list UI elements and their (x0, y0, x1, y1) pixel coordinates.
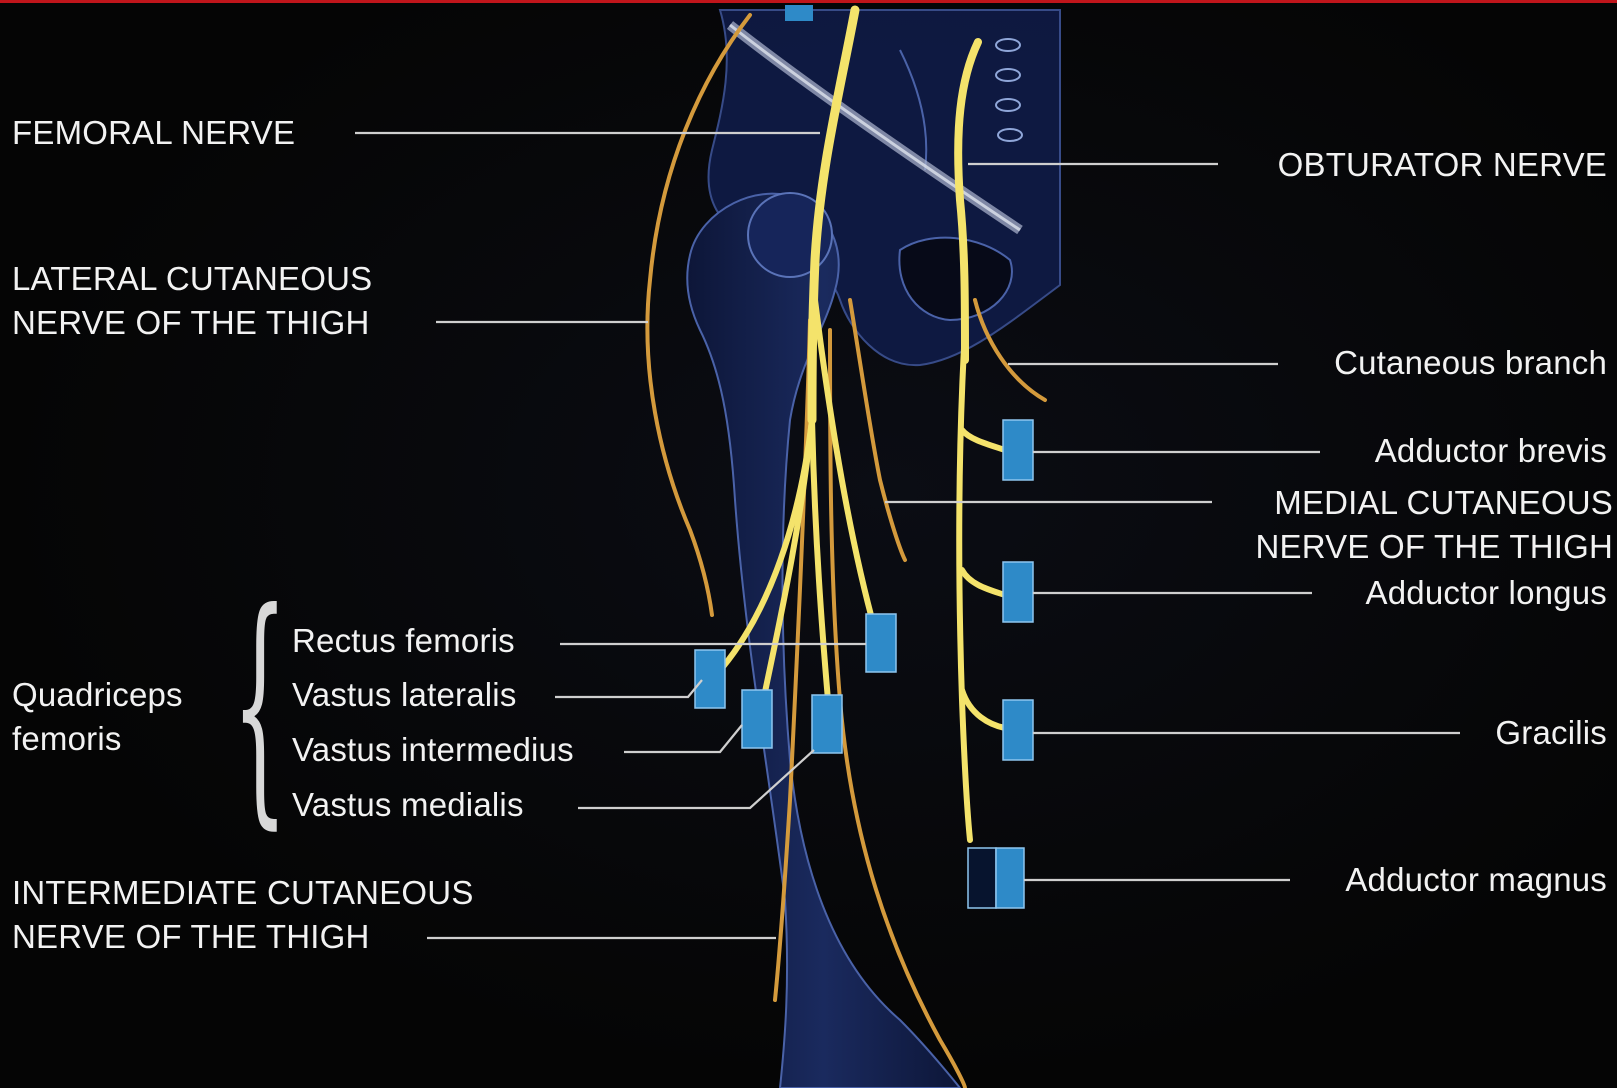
label-medial-cutaneous-line1: MEDIAL CUTANEOUS (1274, 484, 1613, 523)
label-vastus-lateralis: Vastus lateralis (292, 676, 517, 715)
marker-vastus-lateralis (695, 650, 725, 708)
label-intermediate-cutaneous-line1: INTERMEDIATE CUTANEOUS (12, 874, 474, 913)
marker-adductor-magnus (996, 848, 1024, 908)
marker-adductor-magnus-dark (968, 848, 996, 908)
marker-adductor-brevis (1003, 420, 1033, 480)
label-vastus-medialis: Vastus medialis (292, 786, 524, 825)
label-quadriceps-line2: femoris (12, 720, 122, 759)
marker-vastus-medialis (812, 695, 842, 753)
label-cutaneous-branch: Cutaneous branch (1334, 344, 1607, 383)
label-lateral-cutaneous-line1: LATERAL CUTANEOUS (12, 260, 372, 299)
label-gracilis: Gracilis (1495, 714, 1607, 753)
label-obturator-nerve: OBTURATOR NERVE (1278, 146, 1607, 185)
label-adductor-longus: Adductor longus (1366, 574, 1608, 613)
label-adductor-brevis: Adductor brevis (1375, 432, 1607, 471)
marker-rectus-femoris (866, 614, 896, 672)
label-vastus-intermedius: Vastus intermedius (292, 731, 574, 770)
label-medial-cutaneous-line2: NERVE OF THE THIGH (1256, 528, 1614, 567)
quadriceps-brace: { (232, 580, 288, 830)
label-adductor-magnus: Adductor magnus (1345, 861, 1607, 900)
marker-vastus-intermedius (742, 690, 772, 748)
label-lateral-cutaneous-line2: NERVE OF THE THIGH (12, 304, 370, 343)
marker-gracilis (1003, 700, 1033, 760)
label-intermediate-cutaneous-line2: NERVE OF THE THIGH (12, 918, 370, 957)
label-rectus-femoris: Rectus femoris (292, 622, 515, 661)
marker-adductor-longus (1003, 562, 1033, 622)
label-femoral-nerve: FEMORAL NERVE (12, 114, 295, 153)
label-quadriceps-line1: Quadriceps (12, 676, 183, 715)
